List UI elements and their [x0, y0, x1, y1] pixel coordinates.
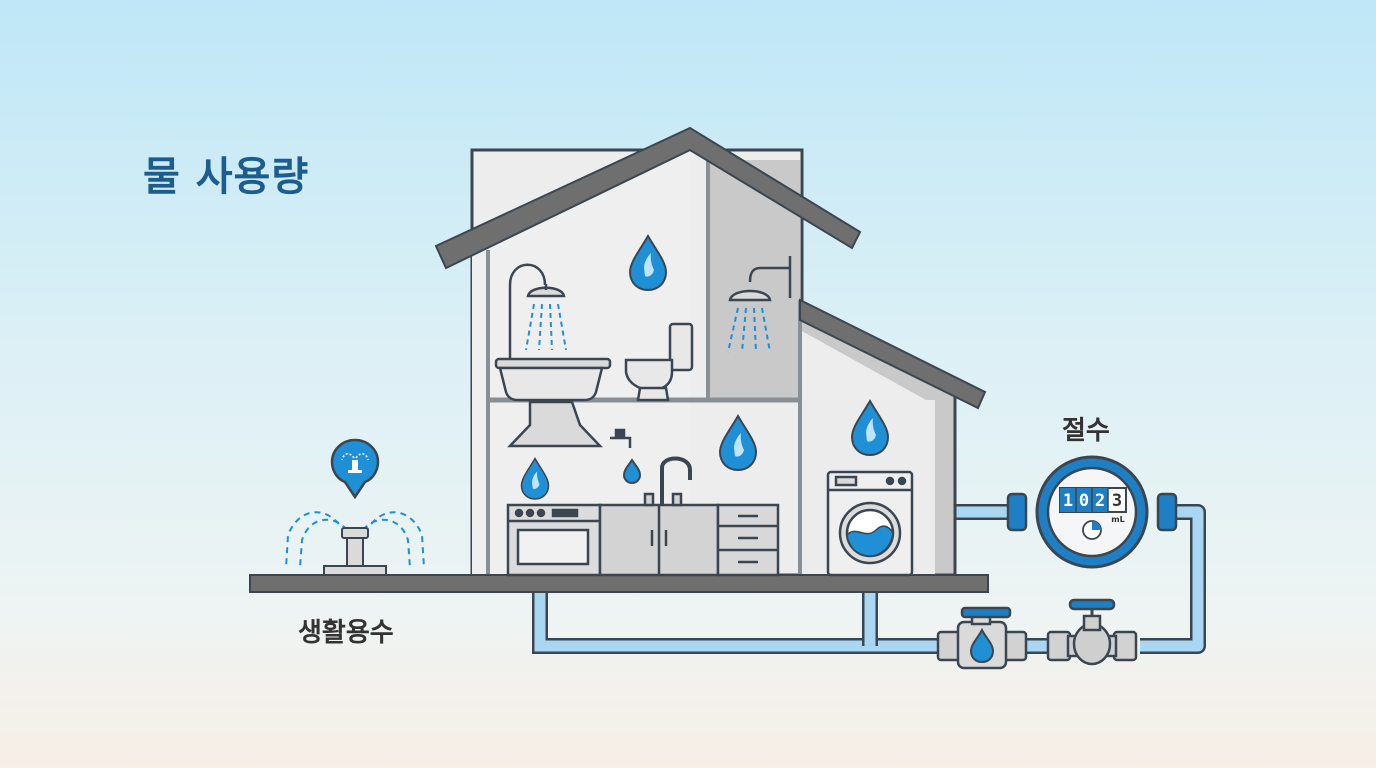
- shower-bathtub: [494, 263, 612, 402]
- meter-digit-1: 1: [1063, 491, 1073, 511]
- meter-digit-4: 3: [1112, 491, 1122, 511]
- domestic-water-label: 생활용수: [298, 618, 394, 648]
- water-saving-label: 절수: [1062, 416, 1110, 446]
- page-title: 물 사용량: [143, 154, 310, 200]
- gate-valve: [1046, 598, 1138, 666]
- range-hood: [507, 400, 603, 448]
- meter-digit-2: 0: [1079, 491, 1089, 511]
- meter-unit: mL: [1111, 515, 1124, 524]
- toilet: [624, 322, 694, 402]
- washing-machine: [826, 470, 914, 577]
- sprinkler-pin-icon: [330, 438, 380, 500]
- kitchen-counter: [506, 456, 780, 577]
- wall-faucet: [610, 428, 642, 485]
- meter-digit-3: 2: [1095, 491, 1105, 511]
- ground-slab: [249, 574, 989, 593]
- wall-shower: [727, 256, 792, 353]
- pipe-valve-with-drop: [936, 606, 1028, 670]
- water-meter: 1 0 2 3 mL: [1006, 455, 1178, 569]
- garden-sprinkler: [285, 511, 425, 576]
- water-pipes: [532, 504, 1206, 654]
